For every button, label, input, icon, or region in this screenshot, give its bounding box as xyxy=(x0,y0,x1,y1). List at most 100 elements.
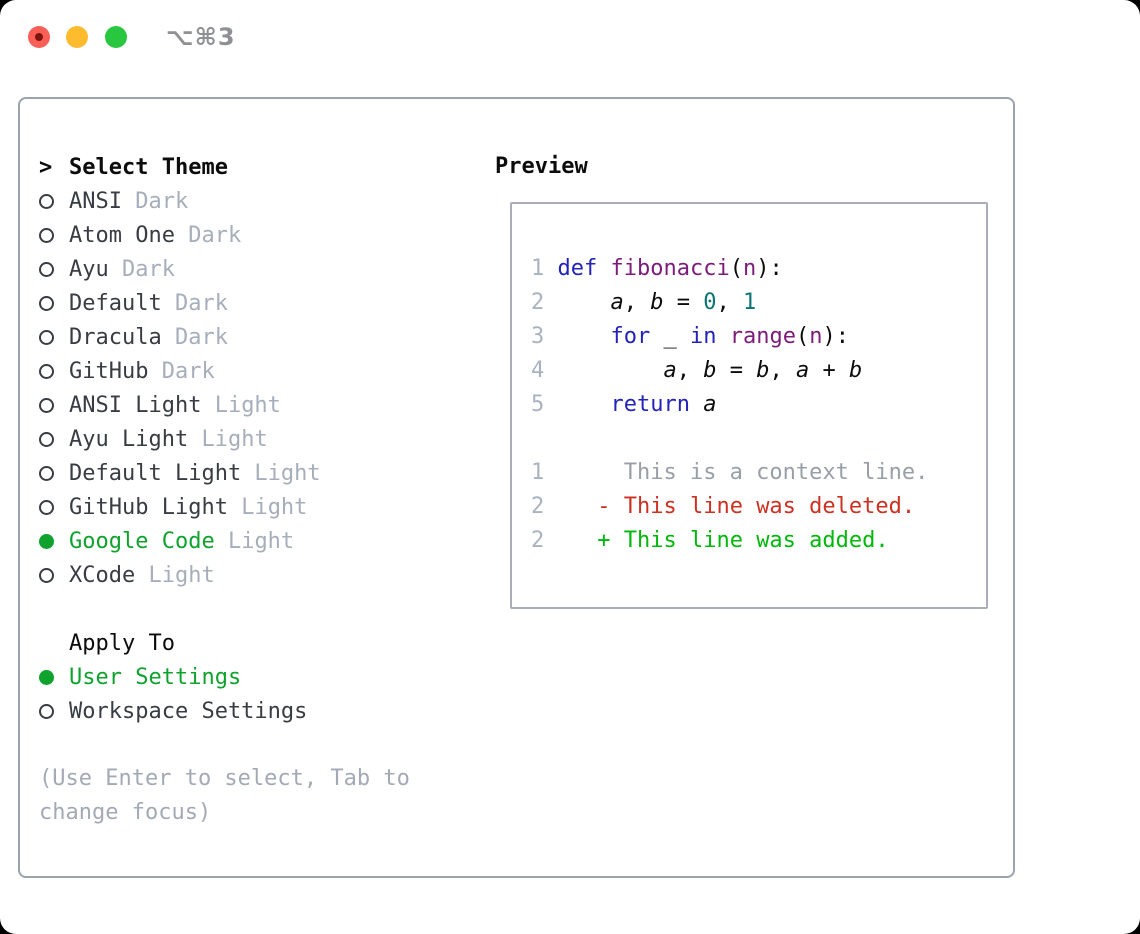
radio-circle xyxy=(39,465,54,481)
option-label: Google Code xyxy=(69,528,215,554)
preview-title: Preview xyxy=(495,154,588,179)
option-label: ANSI xyxy=(69,188,122,214)
theme-item-google-code[interactable]: Google Code Light xyxy=(20,524,490,558)
theme-item-github-light[interactable]: GitHub Light Light xyxy=(20,490,490,524)
preview-column: Preview 1 def fibonacci(n):2 a, b = 0, 1… xyxy=(495,150,988,609)
radio-icon xyxy=(39,363,69,379)
apply-option-user-settings[interactable]: User Settings xyxy=(20,660,490,694)
variant-label: Light xyxy=(241,460,321,486)
variant-label: Dark xyxy=(161,324,228,350)
token-ln: 2 xyxy=(531,290,558,315)
radio-icon xyxy=(39,465,69,481)
token-var: a xyxy=(703,392,717,417)
radio-circle xyxy=(39,431,54,447)
token-pl xyxy=(558,528,598,553)
apply-to-label: Apply To xyxy=(69,630,175,656)
option-label: Atom One xyxy=(69,222,175,248)
radio-circle xyxy=(39,533,54,549)
radio-icon xyxy=(39,567,69,583)
token-pl: ): xyxy=(756,256,783,281)
token-pl: ( xyxy=(729,256,743,281)
token-ln: 4 xyxy=(531,358,558,383)
token-kw: in xyxy=(689,324,717,349)
code-line: 2 - This line was deleted. xyxy=(531,490,986,524)
token-ln: 3 xyxy=(531,324,558,349)
option-label: User Settings xyxy=(69,664,242,690)
theme-item-dracula[interactable]: Dracula Dark xyxy=(20,320,490,354)
theme-item-ayu[interactable]: Ayu Dark xyxy=(20,252,490,286)
radio-icon xyxy=(39,499,69,515)
radio-circle xyxy=(39,397,54,413)
token-pl xyxy=(558,494,598,519)
theme-item-xcode[interactable]: XCode Light xyxy=(20,558,490,592)
radio-icon xyxy=(39,397,69,413)
variant-label: Light xyxy=(214,528,295,554)
radio-icon xyxy=(39,703,69,719)
radio-icon xyxy=(39,261,69,277)
code-line: 5 return a xyxy=(531,388,986,422)
radio-icon xyxy=(39,295,69,311)
help-text: (Use Enter to select, Tab to change focu… xyxy=(39,766,410,825)
theme-item-ansi[interactable]: ANSI Dark xyxy=(20,184,490,218)
token-add: + This line was added. xyxy=(597,528,889,553)
variant-label: Light xyxy=(135,562,215,588)
variant-label: Dark xyxy=(174,222,242,248)
unsaved-dot xyxy=(35,33,43,41)
token-var: b xyxy=(703,358,717,383)
spacer xyxy=(20,728,490,762)
option-label: Workspace Settings xyxy=(69,698,308,724)
variant-label: Light xyxy=(188,426,268,452)
token-var: b xyxy=(650,290,664,315)
theme-item-default[interactable]: Default Dark xyxy=(20,286,490,320)
variant-label: Light xyxy=(201,392,281,418)
select-theme-label: Select Theme xyxy=(69,154,228,180)
theme-item-ayu-light[interactable]: Ayu Light Light xyxy=(20,422,490,456)
token-pl xyxy=(558,324,611,349)
theme-item-atom-one[interactable]: Atom One Dark xyxy=(20,218,490,252)
token-kw: for xyxy=(610,324,651,349)
token-pl xyxy=(690,392,703,417)
token-pl xyxy=(716,324,729,349)
code-line: 1 def fibonacci(n): xyxy=(531,252,986,286)
option-label: Ayu xyxy=(69,256,109,282)
title-bar: ⌥⌘3 xyxy=(0,0,1140,74)
token-del: - This line was deleted. xyxy=(597,494,916,519)
radio-circle xyxy=(39,669,54,685)
token-pl: , xyxy=(716,290,743,315)
apply-option-workspace-settings[interactable]: Workspace Settings xyxy=(20,694,490,728)
radio-icon xyxy=(39,193,69,209)
token-var: a xyxy=(610,290,624,315)
theme-item-default-light[interactable]: Default Light Light xyxy=(20,456,490,490)
zoom-button[interactable] xyxy=(105,26,127,48)
token-pl xyxy=(558,392,611,417)
minimize-button[interactable] xyxy=(66,26,88,48)
theme-item-ansi-light[interactable]: ANSI Light Light xyxy=(20,388,490,422)
option-label: Dracula xyxy=(69,324,162,350)
option-label: GitHub xyxy=(69,358,149,384)
code-line: 4 a, b = b, a + b xyxy=(531,354,986,388)
token-pl: , xyxy=(623,290,651,315)
radio-circle xyxy=(39,567,54,583)
theme-item-github[interactable]: GitHub Dark xyxy=(20,354,490,388)
radio-circle xyxy=(39,703,54,719)
token-pl: , xyxy=(769,358,796,383)
option-label: Default Light xyxy=(69,460,242,486)
option-label: Default xyxy=(69,290,162,316)
token-kw: def xyxy=(557,256,598,281)
radio-icon xyxy=(39,431,69,447)
radio-circle xyxy=(39,363,54,379)
token-ctx: This is a context line. xyxy=(557,460,929,485)
token-pl xyxy=(558,358,664,383)
code-line: 2 + This line was added. xyxy=(531,524,986,558)
close-button[interactable] xyxy=(28,26,50,48)
token-pl: = xyxy=(663,290,704,315)
option-label: XCode xyxy=(69,562,136,588)
radio-selected-icon xyxy=(39,533,69,549)
token-pl: = xyxy=(716,358,757,383)
variant-label: Dark xyxy=(148,358,215,384)
